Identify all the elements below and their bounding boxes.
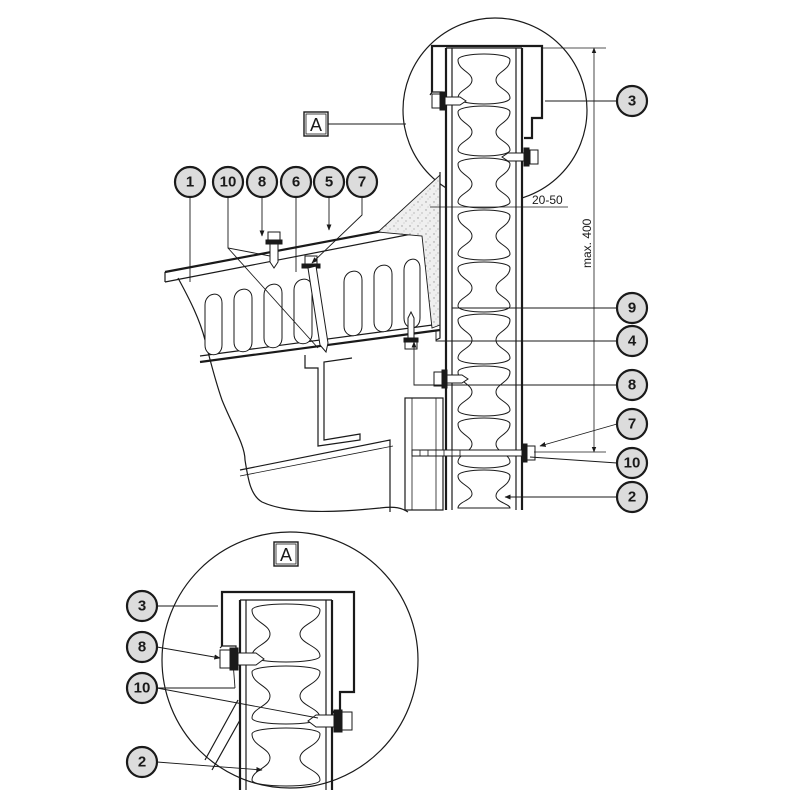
callout-8-upper: 8 <box>245 165 279 199</box>
callout-7-right: 7 <box>615 407 649 441</box>
svg-text:3: 3 <box>628 93 636 110</box>
svg-text:8: 8 <box>628 377 636 394</box>
detail-ref-label-upper: A <box>310 115 322 135</box>
roof-fastener-1 <box>265 231 283 269</box>
svg-text:7: 7 <box>628 416 636 433</box>
detail-circle-lower <box>161 531 419 789</box>
callout-6: 6 <box>279 165 313 199</box>
detail-ref-box-lower <box>273 541 299 567</box>
callout-10-right: 10 <box>615 446 649 480</box>
callout-1: 1 <box>173 165 207 199</box>
svg-text:9: 9 <box>628 300 636 317</box>
callout-3-upper: 3 <box>615 84 649 118</box>
svg-text:10: 10 <box>134 680 151 697</box>
lower-detail: A <box>125 531 419 790</box>
svg-text:10: 10 <box>220 174 237 191</box>
callout-8-right: 8 <box>615 368 649 402</box>
dimension-max-label: max. 400 <box>580 218 594 268</box>
leaders-upper <box>189 100 618 500</box>
svg-text:8: 8 <box>258 174 266 191</box>
callout-8-lower: 8 <box>125 630 159 664</box>
callout-7-upper: 7 <box>345 165 379 199</box>
wall-panel <box>444 47 524 510</box>
roof-panel <box>164 222 441 364</box>
callout-5: 5 <box>312 165 346 199</box>
leaders-lower <box>156 605 319 773</box>
svg-text:2: 2 <box>138 754 146 771</box>
callout-9: 9 <box>615 291 649 325</box>
roof-fastener-2 <box>301 255 329 354</box>
dimension-gap-label: 20-50 <box>532 193 563 207</box>
callout-10-upper: 10 <box>211 165 245 199</box>
foam-filling <box>376 173 441 329</box>
ridge-flashing <box>430 44 544 140</box>
svg-text:1: 1 <box>186 174 194 191</box>
callout-2-upper: 2 <box>615 480 649 514</box>
dimension-20-50: 20-50 <box>430 193 568 215</box>
callout-10-lower: 10 <box>125 671 159 705</box>
wall-fastener-top <box>431 91 467 111</box>
svg-text:8: 8 <box>138 639 146 656</box>
svg-text:3: 3 <box>138 598 146 615</box>
wall-panel-detail <box>238 599 334 790</box>
svg-text:7: 7 <box>358 174 366 191</box>
svg-text:6: 6 <box>292 174 300 191</box>
svg-text:5: 5 <box>325 174 333 191</box>
roof-fastener-3 <box>403 310 419 350</box>
wall-fastener-upper-right <box>501 147 539 167</box>
callout-3-lower: 3 <box>125 589 159 623</box>
inner-flashing-detail <box>204 699 241 771</box>
wall-fastener-mid <box>433 369 469 389</box>
inner-flashing <box>435 172 441 341</box>
purlin <box>304 355 361 447</box>
callout-4: 4 <box>615 324 649 358</box>
wall-through-bolt <box>411 443 536 463</box>
detail-ref-label-lower: A <box>280 545 292 565</box>
callout-2-lower: 2 <box>125 745 159 779</box>
gable-wall <box>239 439 391 512</box>
svg-text:10: 10 <box>624 455 641 472</box>
svg-text:2: 2 <box>628 489 636 506</box>
detail-fastener-right <box>307 709 353 733</box>
svg-text:4: 4 <box>628 333 637 350</box>
dimension-max-400: max. 400 <box>534 47 606 453</box>
upper-detail: max. 400 20-50 A <box>164 17 649 514</box>
